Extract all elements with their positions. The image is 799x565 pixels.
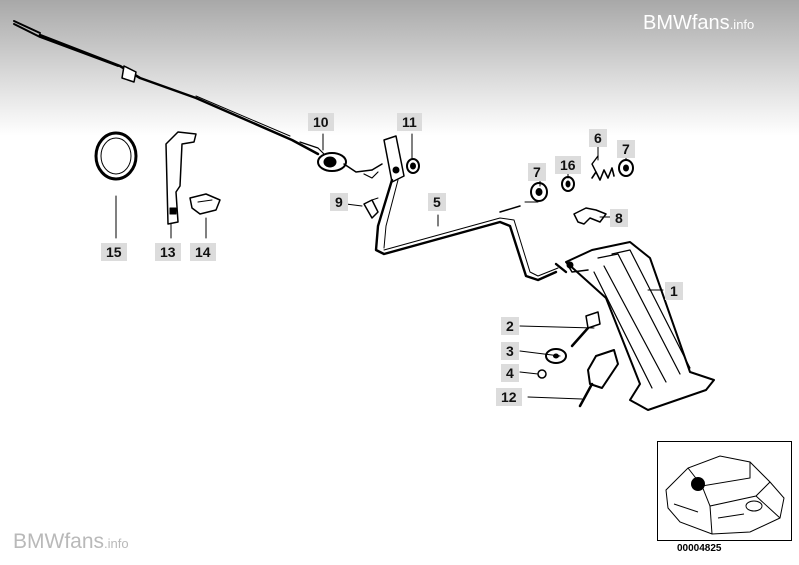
watermark-top-brand: BMWfans — [643, 12, 730, 34]
callout-label-13: 13 — [155, 243, 181, 261]
bracket-part-13 — [165, 131, 197, 225]
diagram-number: 00004825 — [677, 543, 722, 554]
car-outline-icon — [665, 455, 785, 535]
pin-part-9 — [363, 197, 379, 219]
bushing-parts-7-16 — [530, 155, 634, 202]
watermark-bottom-brand: BMWfans — [13, 530, 105, 553]
clip-part-14 — [189, 193, 221, 215]
callout-label-2: 2 — [501, 317, 519, 335]
ring-part-15 — [94, 131, 138, 181]
callout-label-7b: 7 — [617, 140, 635, 158]
callout-label-5: 5 — [428, 193, 446, 211]
pedal-part-1 — [565, 241, 715, 411]
car-location-thumbnail — [657, 441, 792, 541]
callout-label-10: 10 — [308, 113, 334, 131]
watermark-top: BMWfans.info — [643, 12, 754, 35]
cable-end-part-10 — [317, 152, 383, 179]
clip-part-8 — [573, 207, 607, 225]
callout-label-8: 8 — [610, 209, 628, 227]
callout-label-6: 6 — [589, 129, 607, 147]
watermark-bottom-suffix: .info — [104, 536, 129, 551]
leader-lines — [115, 133, 664, 400]
callout-label-15: 15 — [101, 243, 127, 261]
callout-label-12: 12 — [496, 388, 522, 406]
callout-label-1: 1 — [665, 282, 683, 300]
callout-label-4: 4 — [501, 364, 519, 382]
accelerator-lever-part-5 — [374, 178, 568, 282]
fastener-parts-2-3-4-12 — [537, 311, 619, 408]
callout-label-16: 16 — [555, 156, 581, 174]
callout-label-9: 9 — [330, 193, 348, 211]
callout-label-14: 14 — [190, 243, 216, 261]
watermark-top-suffix: .info — [729, 17, 755, 32]
watermark-bottom: BMWfans.info — [13, 530, 129, 554]
callout-label-7a: 7 — [528, 163, 546, 181]
callout-label-11: 11 — [397, 113, 422, 131]
bracket-part-11-mount — [383, 135, 420, 183]
callout-label-3: 3 — [501, 342, 519, 360]
accelerator-cable — [13, 20, 331, 161]
